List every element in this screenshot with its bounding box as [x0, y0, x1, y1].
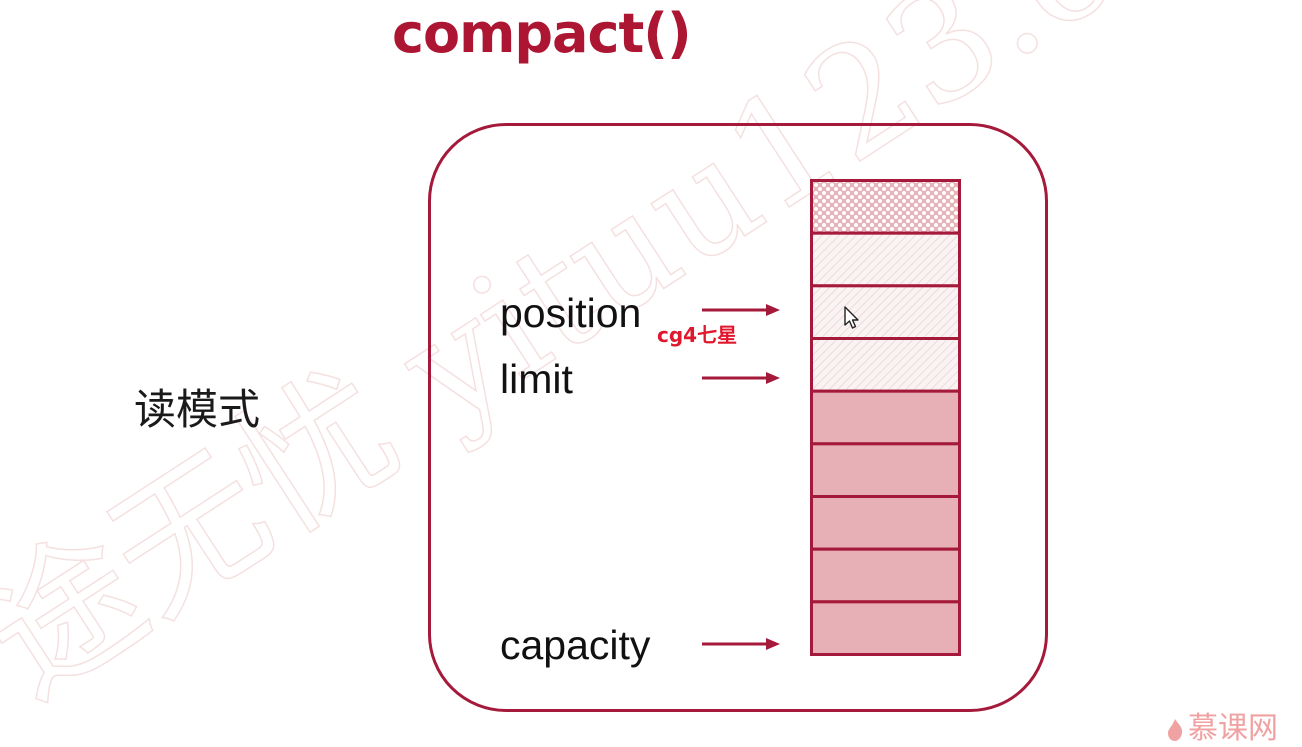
position-label: position	[500, 290, 642, 336]
buffer-cell-filled	[810, 495, 961, 551]
limit-arrow-icon	[702, 372, 780, 384]
position-arrow-icon	[702, 304, 780, 316]
overlay-watermark-text: cg4七星	[657, 323, 738, 347]
buffer-cell-compacted	[810, 179, 961, 235]
limit-label: limit	[500, 356, 573, 402]
read-mode-label: 读模式	[134, 385, 261, 434]
brand-logo: 慕课网	[1166, 703, 1278, 747]
buffer-cell-filled	[810, 600, 961, 656]
slide-title: compact()	[392, 2, 692, 65]
mouse-cursor-icon	[844, 306, 859, 329]
flame-logo-icon	[1168, 718, 1183, 741]
buffer-frame	[428, 123, 1048, 712]
buffer-cell-free	[810, 231, 961, 288]
logo-text: 慕课网	[1188, 711, 1278, 746]
buffer-cell-filled	[810, 547, 961, 604]
capacity-arrow-icon	[702, 638, 780, 650]
buffer-cells	[810, 179, 961, 656]
buffer-cell-free	[810, 337, 961, 393]
capacity-label: capacity	[500, 622, 651, 668]
buffer-cell-filled	[810, 442, 961, 499]
buffer-cell-free	[810, 284, 961, 341]
buffer-cell-filled	[810, 389, 961, 446]
